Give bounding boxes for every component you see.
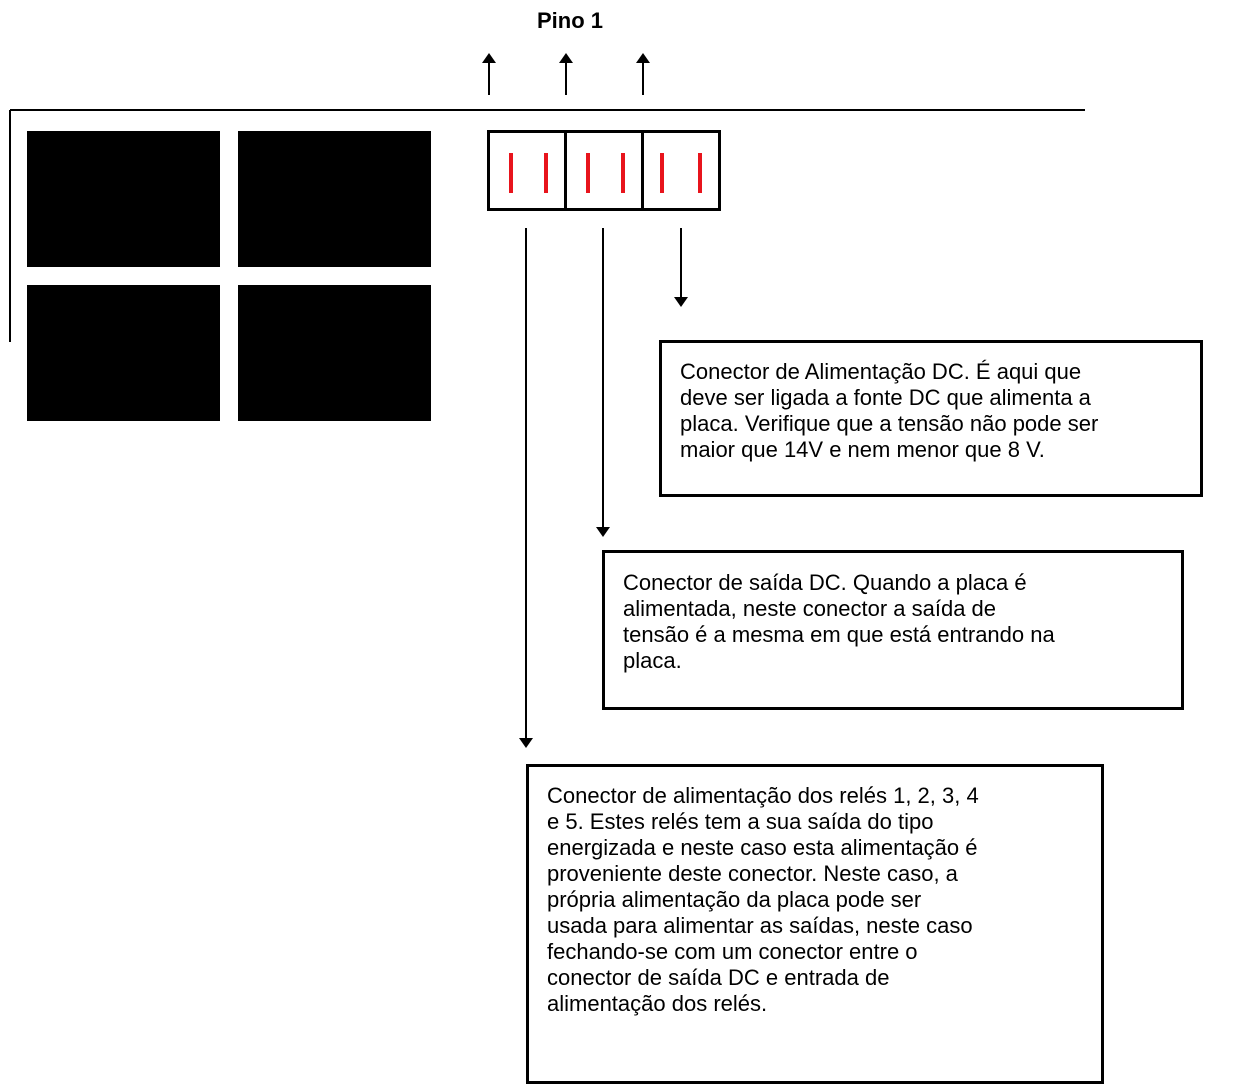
callout-dc-output: Conector de saída DC. Quando a placa é a…	[602, 550, 1184, 710]
connector-pin	[544, 153, 548, 193]
callout-line: usada para alimentar as saídas, neste ca…	[547, 913, 973, 938]
callout-line: maior que 14V e nem menor que 8 V.	[680, 437, 1045, 462]
connector-pin	[621, 153, 625, 193]
callout-line: e 5. Estes relés tem a sua saída do tipo	[547, 809, 934, 834]
callout-line: placa. Verifique que a tensão não pode s…	[680, 411, 1099, 436]
callout-line: própria alimentação da placa pode ser	[547, 887, 922, 912]
callout-line: fechando-se com um conector entre o	[547, 939, 918, 964]
connector-pin	[698, 153, 702, 193]
pin-1-label: Pino 1	[536, 8, 603, 33]
callout-line: energizada e neste caso esta alimentação…	[547, 835, 978, 860]
component-block-top-left	[27, 131, 220, 267]
component-block-top-right	[238, 131, 431, 267]
component-block-bottom-right	[238, 285, 431, 421]
callout-relay-power: Conector de alimentação dos relés 1, 2, …	[526, 764, 1104, 1084]
callout-line: deve ser ligada a fonte DC que alimenta …	[680, 385, 1091, 410]
callout-line: alimentação dos relés.	[547, 991, 768, 1016]
dc-output-connector	[564, 130, 644, 211]
connector-pin	[509, 153, 513, 193]
relay-power-connector	[487, 130, 567, 211]
component-block-bottom-left	[27, 285, 220, 421]
callout-dc-power: Conector de Alimentação DC. É aqui que d…	[659, 340, 1203, 497]
connector-pin	[660, 153, 664, 193]
callout-line: Conector de alimentação dos relés 1, 2, …	[547, 783, 979, 808]
dc-power-connector	[641, 130, 721, 211]
callout-line: Conector de Alimentação DC. É aqui que	[680, 359, 1082, 384]
callout-line: proveniente deste conector. Neste caso, …	[547, 861, 958, 886]
callout-line: tensão é a mesma em que está entrando na	[623, 622, 1055, 647]
callout-line: alimentada, neste conector a saída de	[623, 596, 997, 621]
callout-line: conector de saída DC e entrada de	[547, 965, 890, 990]
connector-pin	[586, 153, 590, 193]
callout-line: placa.	[623, 648, 682, 673]
callout-line: Conector de saída DC. Quando a placa é	[623, 570, 1027, 595]
